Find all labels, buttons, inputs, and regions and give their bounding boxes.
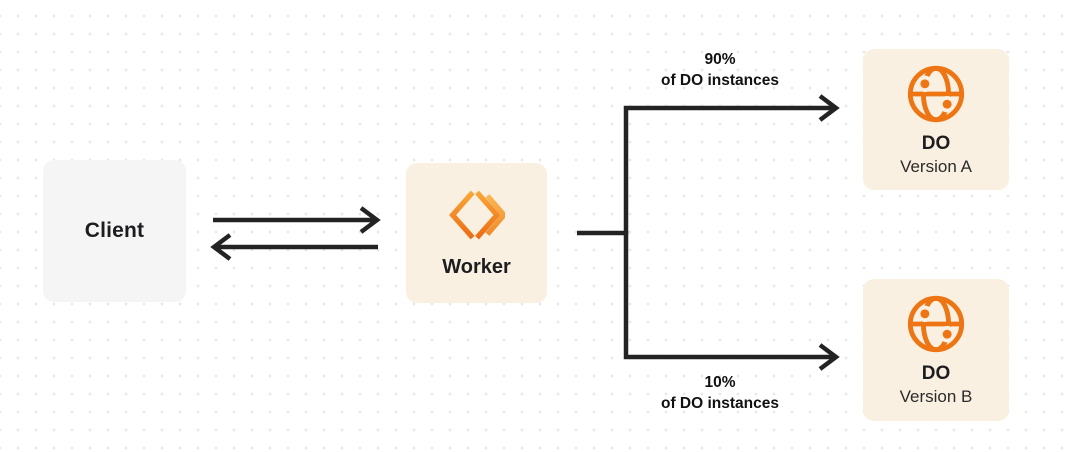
durable-object-globe-icon bbox=[907, 295, 965, 353]
do-version-a-subtitle: Version A bbox=[900, 156, 972, 176]
durable-object-globe-icon bbox=[907, 65, 965, 122]
worker-label: Worker bbox=[442, 255, 511, 278]
client-label: Client bbox=[84, 219, 145, 242]
branch-top-percent: 90% bbox=[704, 51, 736, 68]
branch-top-caption: of DO instances bbox=[661, 72, 779, 89]
arrow-client-to-worker bbox=[213, 208, 377, 232]
branch-bottom-caption: of DO instances bbox=[661, 395, 779, 412]
arrow-to-do-version-b bbox=[626, 231, 836, 369]
do-version-b-title: DO bbox=[921, 363, 951, 384]
cloudflare-workers-icon bbox=[448, 190, 505, 239]
do-version-b-subtitle: Version B bbox=[899, 387, 973, 406]
do-version-a-node: DO Version A bbox=[863, 49, 1009, 190]
do-version-a-title: DO bbox=[921, 132, 951, 154]
arrow-to-do-version-a bbox=[626, 96, 836, 235]
branch-bottom-label: 10% of DO instances bbox=[620, 372, 820, 414]
arrow-worker-to-client bbox=[214, 235, 378, 259]
worker-node: Worker bbox=[406, 163, 547, 303]
branch-top-label: 90% of DO instances bbox=[620, 49, 820, 91]
client-node: Client bbox=[43, 160, 186, 302]
branch-bottom-percent: 10% bbox=[704, 374, 736, 391]
do-version-b-node: DO Version B bbox=[863, 279, 1009, 421]
